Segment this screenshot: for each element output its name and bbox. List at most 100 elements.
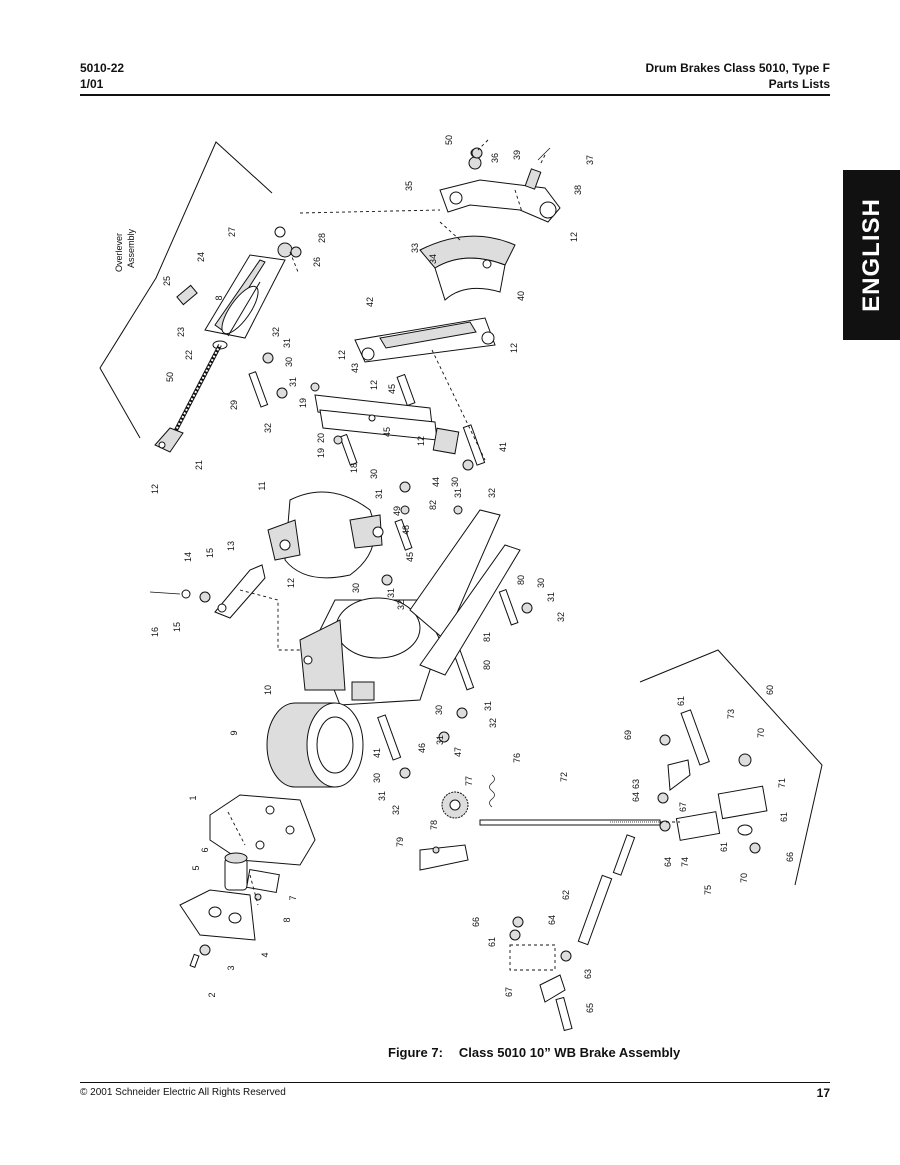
callout-32: 32 <box>263 423 273 433</box>
callout-41: 41 <box>372 748 382 758</box>
callout-64: 64 <box>547 915 557 925</box>
callout-24: 24 <box>196 252 206 262</box>
overlever-rod-part <box>154 344 222 453</box>
callout-35: 35 <box>404 181 414 191</box>
callout-31: 31 <box>374 489 384 499</box>
brake-shoe-part <box>419 235 516 301</box>
callout-28: 28 <box>317 233 327 243</box>
callout-31: 31 <box>483 701 493 711</box>
callout-12: 12 <box>286 578 296 588</box>
callout-50: 50 <box>165 372 175 382</box>
callout-14: 14 <box>183 552 193 562</box>
callout-64: 64 <box>663 857 673 867</box>
callout-79: 79 <box>395 837 405 847</box>
callout-67: 67 <box>678 802 688 812</box>
callout-80: 80 <box>482 660 492 670</box>
callout-31: 31 <box>282 338 292 348</box>
callout-30: 30 <box>369 469 379 479</box>
callout-44: 44 <box>431 477 441 487</box>
callout-19: 19 <box>298 398 308 408</box>
callout-20: 20 <box>316 433 326 443</box>
callout-39: 39 <box>512 150 522 160</box>
cylinder-part <box>224 852 248 891</box>
callout-32: 32 <box>487 488 497 498</box>
callout-37: 37 <box>585 155 595 165</box>
callout-12: 12 <box>150 484 160 494</box>
callout-42: 42 <box>365 297 375 307</box>
doc-subtitle: Parts Lists <box>768 77 830 91</box>
sprocket-part <box>441 791 469 819</box>
callout-60: 60 <box>765 685 775 695</box>
callout-32: 32 <box>391 805 401 815</box>
header-left: 5010-22 1/01 <box>80 60 124 92</box>
callout-25: 25 <box>162 276 172 286</box>
brake-pad-part <box>266 702 364 788</box>
callout-13: 13 <box>226 541 236 551</box>
linkage-blocks-part <box>675 709 768 854</box>
callout-30: 30 <box>351 583 361 593</box>
callout-12: 12 <box>569 232 579 242</box>
callout-48: 48 <box>401 525 411 535</box>
callout-31: 31 <box>453 488 463 498</box>
callout-74: 74 <box>680 857 690 867</box>
callout-12: 12 <box>416 436 426 446</box>
small-plate-part <box>246 868 280 894</box>
base-bracket-part <box>179 889 256 968</box>
callout-22: 22 <box>184 350 194 360</box>
callout-40: 40 <box>516 291 526 301</box>
doc-date: 1/01 <box>80 77 104 91</box>
callout-47: 47 <box>453 747 463 757</box>
callout-45: 45 <box>382 427 392 437</box>
callout-31: 31 <box>386 588 396 598</box>
callout-3: 3 <box>226 965 236 970</box>
language-tab-label: ENGLISH <box>857 198 885 312</box>
callout-77: 77 <box>464 776 474 786</box>
figure-label: Figure 7: <box>388 1045 443 1060</box>
callout-1: 1 <box>188 795 198 800</box>
clip-bracket-part <box>419 844 469 871</box>
callout-32: 32 <box>396 600 406 610</box>
callout-29: 29 <box>229 400 239 410</box>
main-housing-part <box>299 509 521 706</box>
callout-70: 70 <box>756 728 766 738</box>
spring-part <box>489 774 495 808</box>
callout-31: 31 <box>377 791 387 801</box>
link-rod-part <box>509 759 691 1032</box>
callout-45: 45 <box>387 384 397 394</box>
callout-32: 32 <box>556 612 566 622</box>
callout-75: 75 <box>703 885 713 895</box>
callout-2: 2 <box>207 992 217 997</box>
hardware-parts <box>254 147 671 901</box>
callout-66: 66 <box>471 917 481 927</box>
callout-27: 27 <box>227 227 237 237</box>
callout-45: 45 <box>405 552 415 562</box>
callout-66: 66 <box>785 852 795 862</box>
callout-67: 67 <box>504 987 514 997</box>
callout-46: 46 <box>417 743 427 753</box>
callout-15: 15 <box>172 622 182 632</box>
callout-7: 7 <box>288 895 298 900</box>
callout-12: 12 <box>369 380 379 390</box>
callout-12: 12 <box>509 343 519 353</box>
pins <box>248 371 519 761</box>
callout-43: 43 <box>350 363 360 373</box>
callout-61: 61 <box>676 696 686 706</box>
callout-81: 81 <box>482 632 492 642</box>
callout-4: 4 <box>260 952 270 957</box>
overlever-bracket: Overlever Assembly <box>99 141 273 439</box>
callout-62: 62 <box>561 890 571 900</box>
callout-16: 16 <box>150 627 160 637</box>
upper-arm-part <box>439 147 561 223</box>
callout-70: 70 <box>739 873 749 883</box>
callout-10: 10 <box>263 685 273 695</box>
callout-38: 38 <box>573 185 583 195</box>
header-right: Drum Brakes Class 5010, Type F Parts Lis… <box>645 60 830 92</box>
callout-41: 41 <box>498 442 508 452</box>
callout-30: 30 <box>450 477 460 487</box>
callout-31: 31 <box>435 735 445 745</box>
callout-49: 49 <box>392 506 402 516</box>
mounting-plate-part <box>209 794 316 866</box>
callout-12: 12 <box>337 350 347 360</box>
long-rod-part <box>479 819 661 826</box>
callout-19: 19 <box>316 448 326 458</box>
